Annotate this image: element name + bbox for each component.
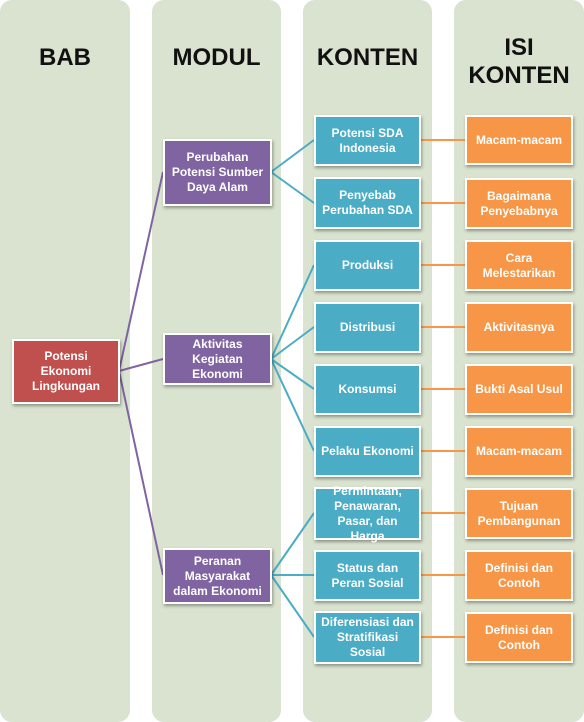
link-modul3-konten9 xyxy=(270,574,315,638)
isi-node-8: Definisi dan Contoh xyxy=(465,550,573,601)
column-header-isi-line2: KONTEN xyxy=(468,62,570,89)
isi-node-5: Bukti Asal Usul xyxy=(465,364,573,415)
isi-node-2: Bagaimana Penyebabnya xyxy=(465,178,573,229)
konten-node-4: Distribusi xyxy=(314,302,421,353)
column-header-bab: BAB xyxy=(39,44,91,71)
link-modul2-konten4 xyxy=(270,326,315,360)
isi-node-1: Macam-macam xyxy=(465,115,573,165)
link-bab-modul-2 xyxy=(118,358,164,372)
link-modul2-konten6 xyxy=(270,358,315,452)
konten-node-5: Konsumsi xyxy=(314,364,421,415)
modul-node-3: Peranan Masyarakat dalam Ekonomi xyxy=(163,548,272,604)
isi-node-6: Macam-macam xyxy=(465,426,573,477)
konten-node-6: Pelaku Ekonomi xyxy=(314,426,421,477)
link-modul1-konten1 xyxy=(270,139,315,173)
konten-node-7: Permintaan, Penawaran, Pasar, dan Harga xyxy=(314,484,421,543)
link-modul2-konten5 xyxy=(270,358,315,390)
isi-node-3: Cara Melestarikan xyxy=(465,240,573,291)
isi-node-7: Tujuan Pembangunan xyxy=(465,488,573,539)
konten-node-2: Penyebab Perubahan SDA xyxy=(314,177,421,229)
link-modul2-konten3 xyxy=(270,264,315,360)
konten-node-8: Status dan Peran Sosial xyxy=(314,550,421,601)
modul-node-1: Perubahan Potensi Sumber Daya Alam xyxy=(163,139,272,206)
konten-node-3: Produksi xyxy=(314,240,421,291)
konten-node-1: Potensi SDA Indonesia xyxy=(314,115,421,166)
isi-node-4: Aktivitasnya xyxy=(465,302,573,353)
column-header-konten: KONTEN xyxy=(316,44,419,71)
link-modul3-konten7 xyxy=(270,512,315,576)
konten-node-9: Diferensiasi dan Stratifikasi Sosial xyxy=(314,611,421,664)
column-header-isi-konten: ISI KONTEN xyxy=(454,34,584,90)
modul-node-2: Aktivitas Kegiatan Ekonomi xyxy=(163,333,272,385)
column-header-isi-line1: ISI xyxy=(504,34,534,61)
column-header-modul: MODUL xyxy=(172,44,261,71)
isi-node-9: Definisi dan Contoh xyxy=(465,612,573,663)
link-bab-modul-1 xyxy=(118,171,164,372)
link-modul1-konten2 xyxy=(270,171,315,204)
bab-node: Potensi Ekonomi Lingkungan xyxy=(12,339,120,404)
link-bab-modul-3 xyxy=(118,370,164,576)
